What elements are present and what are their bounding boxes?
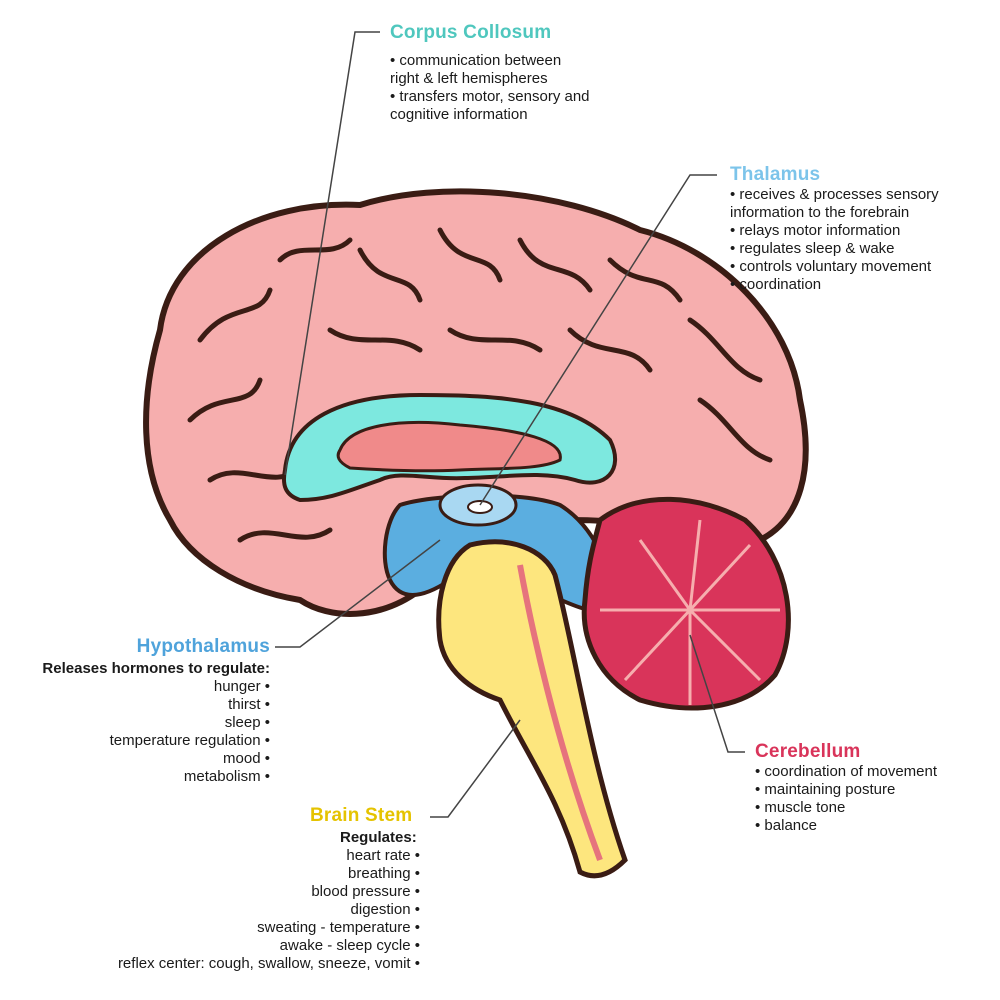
fornix	[336, 420, 562, 473]
hypothalamus-item: temperature regulation	[20, 732, 270, 750]
corpus-list: communication between right & left hemis…	[390, 52, 590, 124]
hypothalamus-leader-line	[275, 539, 441, 648]
thalamus-item: information to the forebrain	[730, 204, 910, 221]
hypothalamus-subtitle: Releases hormones to regulate:	[42, 660, 270, 677]
brainstem-item: blood pressure	[60, 883, 420, 901]
hypothalamus-label: Hypothalamus Releases hormones to regula…	[20, 636, 270, 786]
brainstem-item: reflex center: cough, swallow, sneeze, v…	[60, 955, 420, 973]
brainstem-item: heart rate	[60, 847, 420, 865]
cerebellum-item: maintaining posture	[755, 781, 937, 799]
brainstem-leader-line	[430, 719, 521, 818]
cerebellum-list: coordination of movement maintaining pos…	[755, 763, 937, 835]
cerebellum-leader-line	[689, 634, 745, 753]
hypothalamus-item: sleep	[20, 714, 270, 732]
cerebellum-item: coordination of movement	[755, 763, 937, 781]
brainstem-item: digestion	[60, 901, 420, 919]
cerebellum-item: muscle tone	[755, 799, 937, 817]
hypothalamus-list: hunger thirst sleep temperature regulati…	[20, 678, 270, 786]
cerebellum-item: balance	[755, 817, 937, 835]
cerebellum-title: Cerebellum	[755, 741, 861, 762]
hypothalamus-item: metabolism	[20, 768, 270, 786]
thalamus-item: receives & processes sensory	[730, 186, 938, 204]
thalamus-item: controls voluntary movement	[730, 258, 939, 276]
thalamus-item: regulates sleep & wake	[730, 240, 939, 258]
cerebellum-label: Cerebellum coordination of movement main…	[755, 741, 937, 835]
thalamus-item: relays motor information	[730, 222, 939, 240]
thalamus-center	[467, 500, 493, 514]
corpus-label: Corpus Collosum communication between ri…	[390, 22, 590, 124]
brainstem-item: sweating - temperature	[60, 919, 420, 937]
brainstem-item: awake - sleep cycle	[60, 937, 420, 955]
corpus-item: cognitive information	[390, 106, 528, 123]
corpus-leader-line	[284, 31, 380, 476]
brainstem-title: Brain Stem	[310, 805, 413, 826]
thalamus-list: receives & processes sensory information…	[730, 186, 939, 294]
hypothalamus-item: thirst	[20, 696, 270, 714]
corpus-title: Corpus Collosum	[390, 22, 552, 43]
corpus-item: transfers motor, sensory and	[390, 88, 589, 106]
hypothalamus-title: Hypothalamus	[136, 636, 270, 657]
thalamus-leader-line	[479, 174, 717, 506]
thalamus-title: Thalamus	[730, 164, 821, 185]
hypothalamus-item: hunger	[20, 678, 270, 696]
corpus-item: right & left hemispheres	[390, 70, 548, 87]
brainstem-list: heart rate breathing blood pressure dige…	[60, 847, 420, 973]
corpus-item: communication between	[390, 52, 590, 70]
brainstem-label: Brain Stem Regulates: heart rate breathi…	[60, 805, 420, 973]
hypothalamus-item: mood	[20, 750, 270, 768]
thalamus-label: Thalamus receives & processes sensory in…	[730, 164, 939, 294]
thalamus-item: coordination	[730, 276, 939, 294]
cerebellum-folia	[600, 519, 780, 705]
brainstem-subtitle: Regulates:	[340, 829, 417, 846]
brainstem-item: breathing	[60, 865, 420, 883]
spinal-canal	[517, 564, 603, 862]
leader-lines	[275, 31, 745, 818]
